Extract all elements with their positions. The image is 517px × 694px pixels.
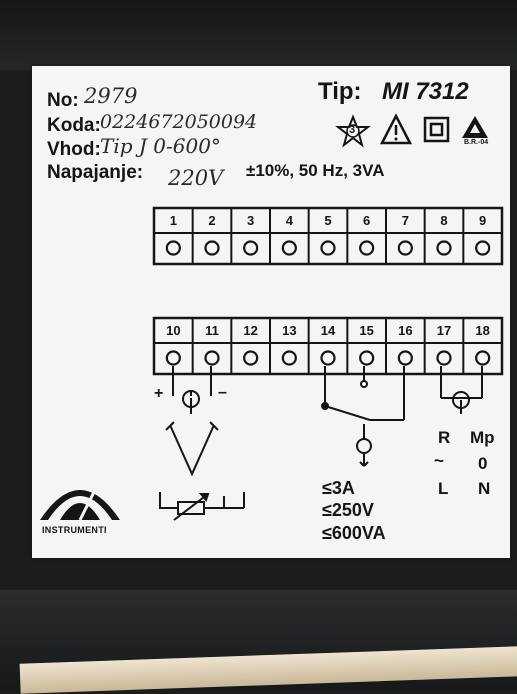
cert-mark-number: 3 — [349, 124, 356, 136]
terminal-screw-5 — [320, 240, 336, 256]
supply-spec: ±10%, 50 Hz, 3VA — [246, 161, 385, 180]
terminal-screw-9 — [475, 240, 491, 256]
brand-logo — [40, 487, 120, 521]
tip-label: Tip: — [318, 78, 362, 105]
power-n: N — [478, 479, 491, 498]
koda-label: Koda: — [47, 115, 101, 136]
no-value: 2979 — [84, 84, 138, 108]
terminal-number-6: 6 — [363, 213, 371, 228]
power-mp: Mp — [470, 428, 495, 447]
rating-plate — [32, 66, 510, 558]
terminal-number-7: 7 — [401, 213, 409, 228]
terminal-number-8: 8 — [440, 213, 448, 228]
terminal-screw-1 — [165, 240, 181, 256]
napajanje-value: 220V — [168, 166, 224, 190]
napajanje-label: Napajanje: — [47, 162, 144, 183]
power-wiring — [440, 366, 483, 414]
terminal-number-12: 12 — [243, 323, 258, 338]
power-0: 0 — [478, 454, 488, 473]
warning-icon — [379, 113, 413, 145]
rating-current: ≤3A — [322, 478, 355, 498]
relay-wiring — [321, 366, 405, 467]
koda-value: 0224672050094 — [100, 111, 258, 133]
power-ac: ~ — [434, 451, 444, 470]
input-wiring — [159, 366, 245, 521]
terminal-number-4: 4 — [285, 213, 293, 228]
terminal-number-3: 3 — [247, 213, 255, 228]
terminal-number-11: 11 — [205, 323, 219, 338]
terminal-screw-13 — [281, 350, 297, 366]
terminal-screw-16 — [397, 350, 413, 366]
terminal-screw-7 — [397, 240, 413, 256]
terminal-number-18: 18 — [475, 323, 490, 338]
rating-power: ≤600VA — [322, 523, 386, 543]
terminal-number-14: 14 — [320, 323, 336, 338]
terminal-block-top — [152, 206, 504, 266]
terminal-number-10: 10 — [166, 323, 181, 338]
terminal-screw-14 — [320, 350, 336, 366]
cert-code: B.R.-04 — [464, 139, 489, 146]
terminal-screw-3 — [243, 240, 259, 256]
terminal-number-15: 15 — [359, 323, 374, 338]
power-r: R — [438, 428, 451, 447]
brand-name: INSTRUMENTI — [42, 525, 107, 535]
device-housing-top — [0, 0, 517, 70]
double-insulation-icon — [423, 116, 450, 143]
vhod-label: Vhod: — [47, 139, 101, 160]
terminal-screw-4 — [281, 240, 297, 256]
terminal-number-16: 16 — [398, 323, 413, 338]
rating-voltage: ≤250V — [322, 500, 374, 520]
terminal-screw-17 — [436, 350, 452, 366]
vhod-value: Tip J 0-600° — [100, 134, 221, 158]
power-l: L — [438, 479, 449, 498]
terminal-screw-12 — [243, 350, 259, 366]
terminal-number-1: 1 — [169, 213, 177, 228]
terminal-screw-11 — [204, 350, 220, 366]
no-label: No: — [47, 90, 79, 111]
tip-value: MI 7312 — [382, 78, 469, 105]
cert-star-icon — [335, 114, 371, 148]
terminal-number-9: 9 — [479, 213, 487, 228]
terminal-screw-6 — [359, 240, 375, 256]
terminal-screw-10 — [165, 350, 181, 366]
terminal-screw-8 — [436, 240, 452, 256]
terminal-number-2: 2 — [208, 213, 216, 228]
terminal-screw-2 — [204, 240, 220, 256]
terminal-screw-15 — [359, 350, 375, 366]
terminal-block-bottom — [152, 316, 504, 376]
plus-sign: + — [154, 385, 164, 402]
terminal-number-17: 17 — [436, 323, 452, 338]
terminal-screw-18 — [475, 350, 491, 366]
minus-sign: – — [218, 384, 227, 401]
terminal-number-13: 13 — [282, 323, 297, 338]
certification-icon — [462, 116, 488, 138]
terminal-number-5: 5 — [324, 213, 332, 228]
